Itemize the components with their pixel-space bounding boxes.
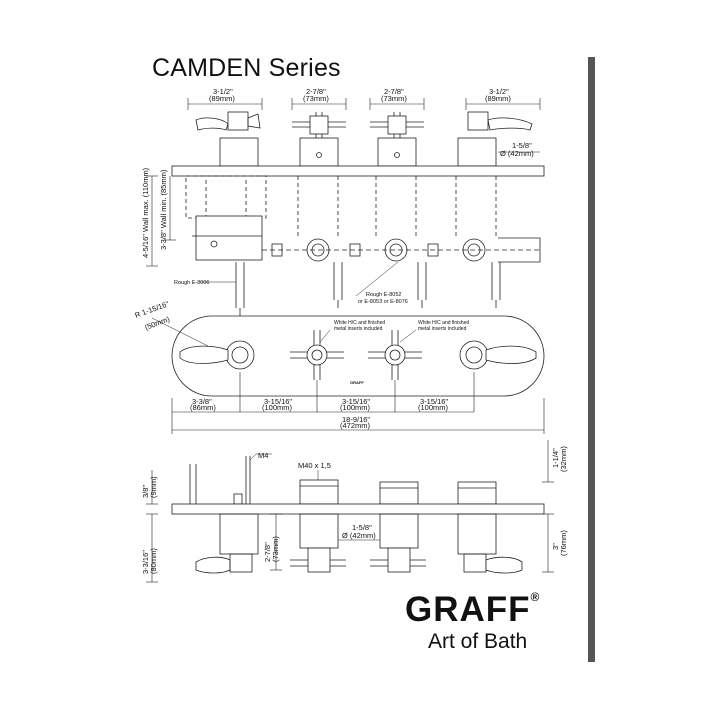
spacing-4-inch: 3-15/16"	[420, 397, 448, 406]
plan-cross-2	[290, 330, 344, 380]
side-inner-mm: (73mm)	[271, 536, 280, 562]
overall-inch: 18-9/16"	[342, 415, 370, 424]
wall-max-label: 4-5/16" Wall max. (110mm)	[141, 167, 150, 258]
side-right-bottom-inch: 3"	[551, 543, 560, 550]
trim-plate-side	[171, 165, 545, 177]
cross-handle-3	[370, 112, 424, 138]
radius-mm-label: (50mm)	[144, 314, 172, 331]
brand-logo: GRAFF®	[405, 590, 540, 630]
side-inner-inch: 2-7/8"	[263, 542, 272, 562]
side-left-top-inch: 3/8"	[141, 485, 150, 498]
side-dimension-lines	[146, 440, 554, 583]
side-body-2	[299, 513, 339, 549]
top-dimension-lines	[187, 98, 541, 110]
body-3	[377, 137, 417, 167]
dim-top-1-inch: 3-1/2"	[213, 87, 233, 96]
wall-min-label: 3-3/8" Wall min. (85mm)	[159, 169, 168, 250]
side-right-top-inch: 1-1/4"	[551, 448, 560, 468]
rough-right-label-1: Rough E-8052	[366, 292, 401, 298]
spacing-1-mm: (86mm)	[190, 403, 216, 412]
plan-lever-1	[179, 340, 255, 370]
rough-left-label: Rough E-8006	[174, 280, 209, 286]
side-view	[146, 440, 554, 583]
side-lever-1	[195, 553, 253, 574]
spacing-dimension-lines	[171, 372, 545, 434]
brand-tagline: Art of Bath	[428, 630, 528, 653]
dim-escutcheon-mm: Ø (42mm)	[500, 149, 534, 158]
dim-top-4-inch: 3-1/2"	[489, 87, 509, 96]
dim-top-3-mm: (73mm)	[381, 94, 407, 103]
side-cross-2	[290, 547, 346, 573]
wall-dimension-lines	[146, 175, 176, 267]
dim-top-2-mm: (73mm)	[303, 94, 329, 103]
rough-valve	[185, 175, 541, 263]
body-2	[299, 137, 339, 167]
side-sleeve-inch: 1-5/8"	[352, 523, 372, 532]
note-2-line-2: metal inserts included	[418, 326, 467, 332]
side-left-bottom-inch: 3-3/16"	[141, 550, 150, 574]
dim-top-1-mm: (89mm)	[209, 94, 235, 103]
side-left-top-mm: (9mm)	[149, 476, 158, 498]
note-2-line-1: White H/C and finished	[418, 320, 469, 326]
side-trim-plate	[171, 503, 545, 515]
spacing-4-mm: (100mm)	[418, 403, 449, 412]
side-body-4	[457, 513, 497, 555]
page-title: CAMDEN Series	[152, 54, 341, 82]
note-1-line-1: White H/C and finished	[334, 320, 385, 326]
brand-name: GRAFF	[405, 590, 531, 629]
side-right-bottom-mm: (76mm)	[559, 530, 568, 556]
spacing-3-inch: 3-15/16"	[342, 397, 370, 406]
m4-label: M4	[258, 451, 268, 460]
front-view	[146, 98, 545, 316]
plan-view	[151, 315, 545, 434]
plan-lever-4	[459, 340, 537, 370]
side-left-bottom-mm: (80mm)	[149, 548, 158, 574]
thread-label: M40 x 1,5	[298, 461, 331, 470]
spacing-2-inch: 3-15/16"	[264, 397, 292, 406]
plate-brand-mark: GRAFF	[350, 380, 364, 385]
dim-top-3-inch: 2-7/8"	[384, 87, 404, 96]
spacing-1-inch: 3-3/8"	[192, 397, 212, 406]
side-right-top-mm: (32mm)	[559, 446, 568, 472]
side-cross-3	[370, 547, 426, 573]
trim-plate-front	[171, 315, 545, 397]
side-lever-4	[463, 553, 523, 574]
spacing-2-mm: (100mm)	[262, 403, 293, 412]
dim-top-4-mm: (89mm)	[485, 94, 511, 103]
dim-top-2-inch: 2-7/8"	[306, 87, 326, 96]
spacing-3-mm: (100mm)	[340, 403, 371, 412]
plan-cross-3	[368, 330, 422, 380]
right-edge-bar	[588, 57, 595, 662]
note-1-line-2: metal inserts included	[334, 326, 383, 332]
body-1	[219, 137, 259, 167]
side-body-3	[379, 513, 419, 549]
lever-handle-4	[467, 111, 533, 131]
side-body-1	[219, 513, 259, 555]
thread-sleeves	[299, 479, 497, 505]
registered-mark: ®	[530, 590, 541, 604]
cross-handle-2	[292, 112, 346, 138]
supply-fittings	[235, 262, 501, 316]
overall-mm: (472mm)	[340, 421, 371, 430]
side-sleeve-mm: Ø (42mm)	[342, 531, 376, 540]
lever-handle-1	[195, 111, 261, 131]
body-4	[457, 137, 497, 167]
rough-right-label-2: or E-8053 or E-8076	[358, 299, 408, 305]
dim-escutcheon-inch: 1-5/8"	[512, 141, 532, 150]
